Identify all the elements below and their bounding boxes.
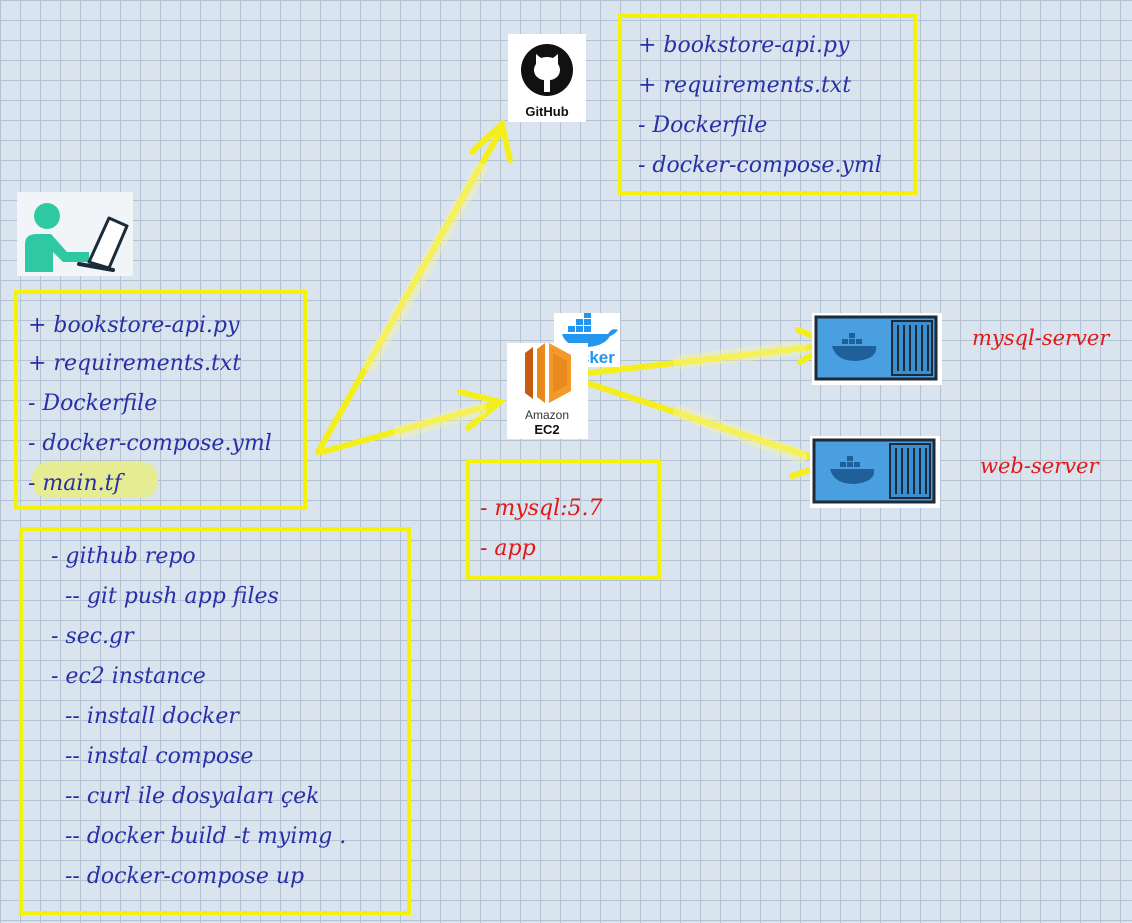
ec2-image-1: - mysql:5.7 [480,496,603,521]
arrow-to-mysql [577,342,833,377]
github-label: GitHub [525,104,568,119]
github-files-box: + bookstore-api.py + requirements.txt - … [618,14,917,195]
step-4: - ec2 instance [51,664,206,689]
main-tf-highlight [32,462,158,498]
local-files-box: + bookstore-api.py + requirements.txt - … [14,290,307,510]
github-logo[interactable]: GitHub [508,34,586,122]
arrow-to-ec2 [319,401,498,455]
step-2: -- git push app files [51,584,279,609]
arrow-to-github [315,129,503,455]
step-5: -- install docker [51,704,239,729]
steps-box: - github repo -- git push app files - se… [19,527,411,915]
github-file-4: - docker-compose.yml [638,153,882,178]
local-file-4: - docker-compose.yml [28,431,272,456]
mysql-container-icon [812,313,942,385]
ec2-label-top: Amazon [525,408,569,422]
ec2-logo[interactable]: Amazon EC2 [507,343,588,439]
local-file-5: - main.tf [28,471,122,496]
ec2-label-bottom: EC2 [534,422,559,437]
step-3: - sec.gr [51,624,134,649]
github-file-2: + requirements.txt [638,73,852,98]
ec2-images-box: - mysql:5.7 - app [466,459,661,580]
developer-laptop-icon [17,192,133,276]
step-9: -- docker-compose up [51,864,305,889]
step-7: -- curl ile dosyaları çek [51,784,320,809]
mysql-server-label: mysql-server [972,326,1110,350]
local-file-1: + bookstore-api.py [28,313,240,338]
step-1: - github repo [51,544,196,569]
local-file-2: + requirements.txt [28,351,242,376]
web-container-icon [810,436,940,508]
ec2-chip-icon [525,343,571,403]
github-file-1: + bookstore-api.py [638,33,850,58]
ec2-image-2: - app [480,536,536,561]
web-server-label: web-server [980,454,1099,478]
arrow-to-web [575,377,829,465]
github-file-3: - Dockerfile [638,113,768,138]
local-file-3: - Dockerfile [28,391,158,416]
step-6: -- instal compose [51,744,254,769]
step-8: -- docker build -t myimg . [51,824,347,849]
